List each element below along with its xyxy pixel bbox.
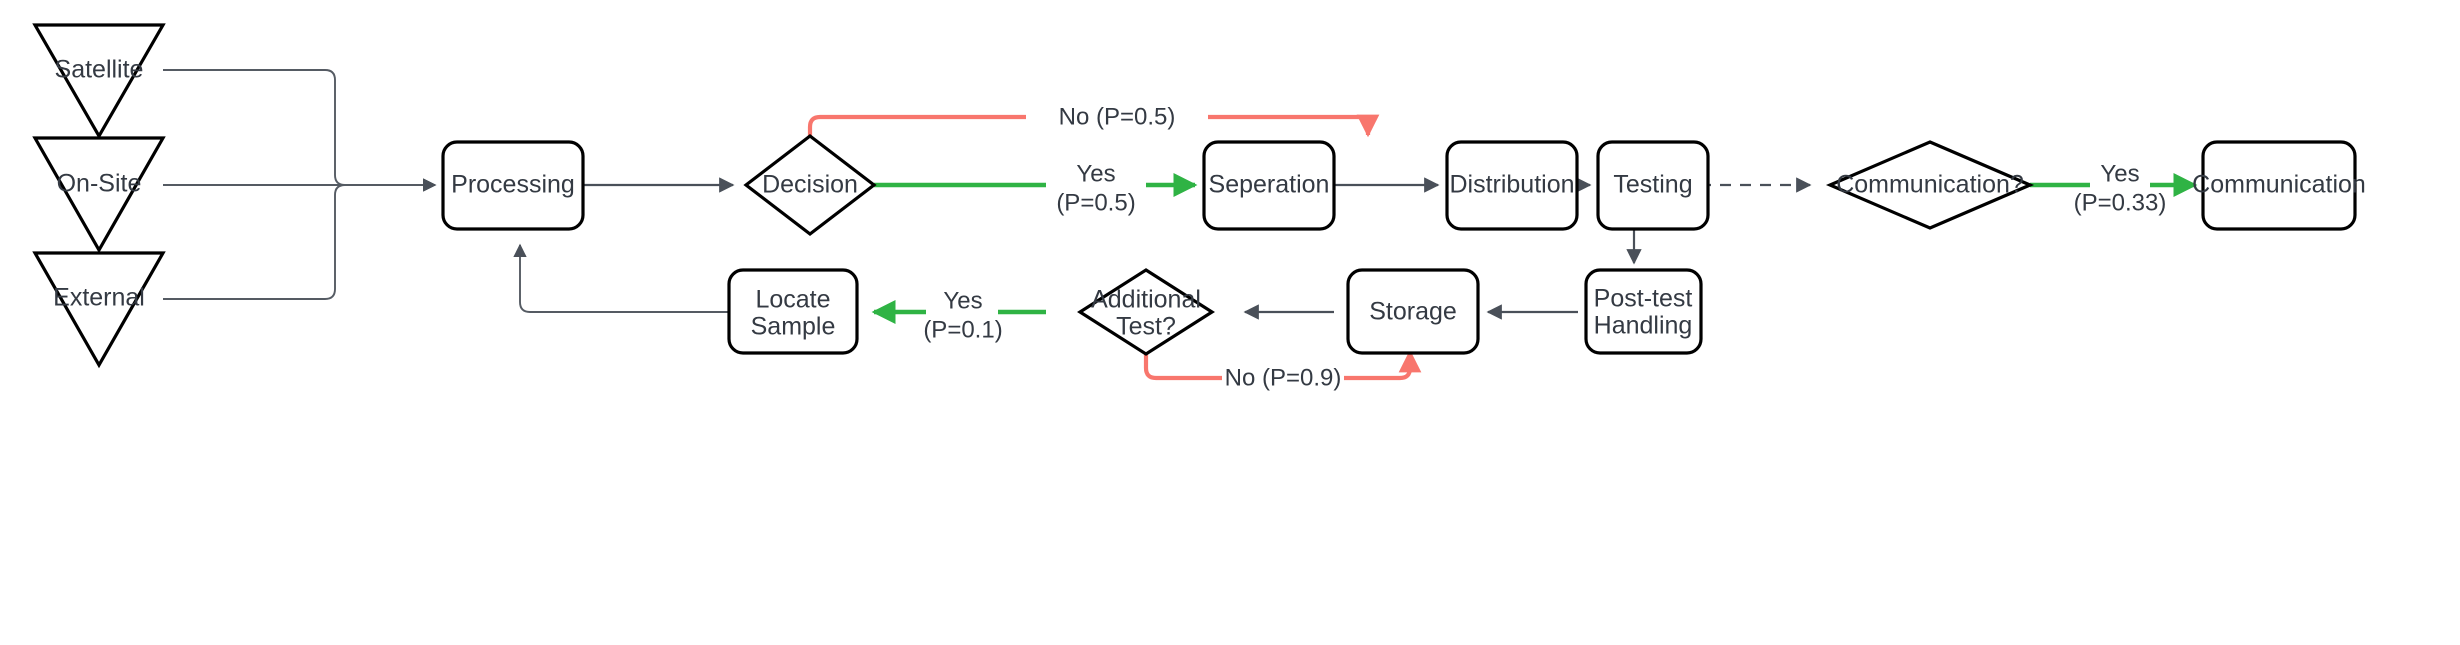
locate-sample-box-shape (727, 268, 859, 355)
edge-label-communication-yes: Yes (P=0.33) (2074, 160, 2167, 216)
node-locate-sample[interactable]: Locate Sample (727, 268, 859, 355)
edge-label-additional-no: No (P=0.9) (1222, 364, 1344, 392)
node-testing[interactable]: Testing (1596, 140, 1710, 231)
node-processing[interactable]: Processing (441, 140, 585, 231)
decision-no-label-bg (1026, 104, 1208, 131)
seperation-box-shape (1202, 140, 1336, 231)
edge-external-to-processing (163, 178, 437, 300)
edge-label-decision-no: No (P=0.5) (1026, 103, 1208, 131)
additional-test-diamond-shape (1077, 268, 1215, 356)
node-communication[interactable]: Communication (2192, 140, 2366, 231)
node-seperation[interactable]: Seperation (1202, 140, 1336, 231)
decision-diamond-shape (743, 133, 877, 237)
communication-yes-label-line1: Yes (2100, 160, 2139, 187)
posttest-box-shape (1584, 268, 1703, 355)
additional-no-label-bg (1222, 365, 1344, 392)
storage-box-shape (1346, 268, 1480, 355)
distribution-box-shape (1445, 140, 1579, 231)
edge-decision-no-left (807, 114, 1030, 147)
edge-label-additional-yes: Yes (P=0.1) (923, 287, 1002, 343)
testing-box-shape (1596, 140, 1710, 231)
decision-yes-label-line1: Yes (1076, 160, 1115, 187)
additional-yes-label-line1: Yes (943, 287, 982, 314)
node-additional-test[interactable]: Additional Test? (1077, 268, 1215, 356)
node-onsite[interactable]: On-Site (32, 136, 166, 254)
external-triangle-shape (32, 251, 166, 369)
satellite-triangle-shape (32, 23, 166, 140)
communication-box-shape (2201, 140, 2357, 231)
edge-additional-test-to-storage (1340, 349, 1422, 381)
onsite-triangle-shape (32, 136, 166, 254)
decision-yes-label-line2: (P=0.5) (1056, 189, 1135, 216)
node-decision[interactable]: Decision (743, 133, 877, 237)
node-storage[interactable]: Storage (1346, 268, 1480, 355)
node-distribution[interactable]: Distribution (1445, 140, 1579, 231)
processing-box-shape (441, 140, 585, 231)
edge-locate-sample-to-processing (513, 243, 728, 313)
node-posttest-handling[interactable]: Post-test Handling (1584, 268, 1703, 355)
edge-additional-no-left (1143, 353, 1225, 381)
node-external[interactable]: External (32, 251, 166, 369)
node-communication-question[interactable]: Communication? (1825, 140, 2035, 230)
edge-satellite-to-processing (163, 69, 437, 192)
additional-yes-label-line2: (P=0.1) (923, 316, 1002, 343)
edge-decision-to-distribution (1205, 114, 1380, 138)
edge-label-decision-yes: Yes (P=0.5) (1056, 160, 1135, 216)
node-satellite[interactable]: Satellite (32, 23, 166, 140)
communication-yes-label-line2: (P=0.33) (2074, 189, 2167, 216)
communication-question-diamond-shape (1825, 140, 2035, 230)
